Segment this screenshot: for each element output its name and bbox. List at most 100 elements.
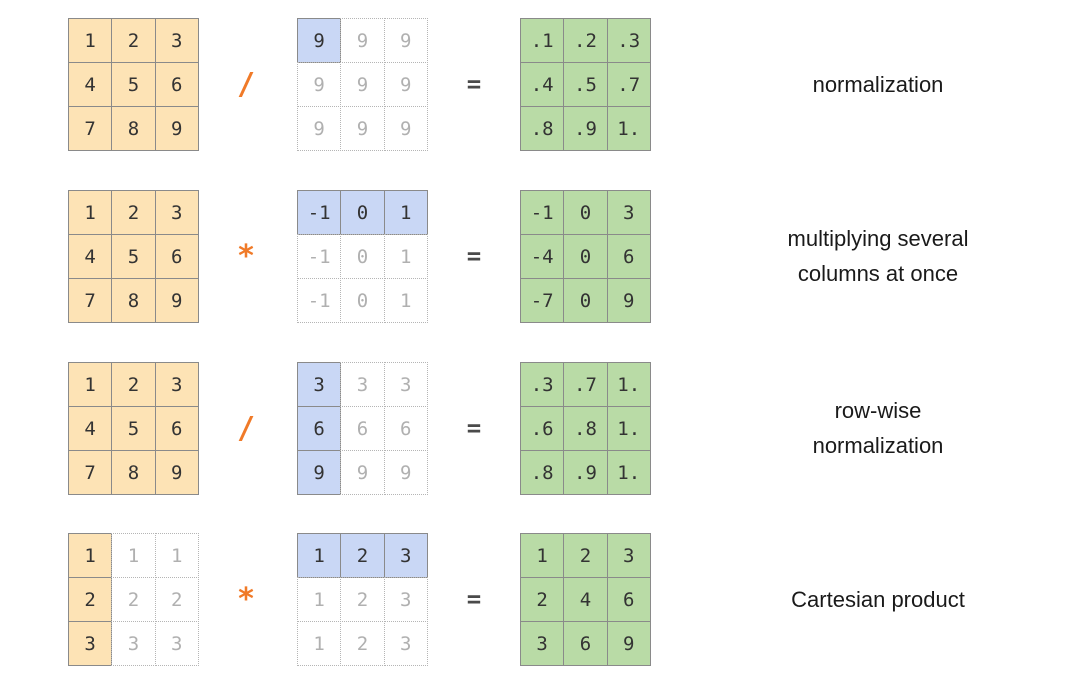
matrix-cell: 6 <box>563 621 608 666</box>
broadcast-cell: 1 <box>383 278 428 323</box>
matrix-cell: 1. <box>606 450 651 495</box>
operation-label: multiplying several columns at once <box>787 226 969 286</box>
broadcast-cell: 3 <box>154 621 199 666</box>
matrix-cell: .9 <box>563 106 608 151</box>
matrix-cell: 2 <box>340 533 385 578</box>
broadcast-cell: 1 <box>111 533 156 578</box>
matrix-cell: .9 <box>563 450 608 495</box>
matrix-cell: 8 <box>111 450 156 495</box>
operator-symbol: / <box>236 66 256 102</box>
matrix-cell: 9 <box>606 621 651 666</box>
matrix-cell: 3 <box>383 533 428 578</box>
broadcast-cell: 9 <box>340 106 385 151</box>
broadcast-cell: -1 <box>297 278 342 323</box>
matrix-cell: -1 <box>297 190 342 235</box>
matrix-cell: .8 <box>563 406 608 451</box>
matrix-cell: 3 <box>154 362 199 407</box>
broadcast-cell: 9 <box>340 450 385 495</box>
matrix-cell: 2 <box>520 577 565 622</box>
matrix-cell: 9 <box>606 278 651 323</box>
matrix-cell: 0 <box>563 190 608 235</box>
matrix-cell: .1 <box>520 18 565 63</box>
equals-sign: = <box>466 585 482 613</box>
matrix-cell: 1 <box>68 533 113 578</box>
broadcast-cell: 6 <box>383 406 428 451</box>
matrix-cell: 2 <box>563 533 608 578</box>
matrix-cell: 4 <box>68 406 113 451</box>
matrix-cell: 2 <box>111 18 156 63</box>
matrix-cell: 5 <box>111 406 156 451</box>
matrix-cell: 9 <box>154 450 199 495</box>
broadcast-cell: 1 <box>154 533 199 578</box>
matrix-cell: 7 <box>68 450 113 495</box>
matrix-cell: .7 <box>563 362 608 407</box>
matrix-cell: .8 <box>520 106 565 151</box>
broadcast-cell: 9 <box>297 106 342 151</box>
matrix-cell: -1 <box>520 190 565 235</box>
matrix-cell: 1 <box>297 533 342 578</box>
matrix-cell: 5 <box>111 62 156 107</box>
matrix-cell: 3 <box>520 621 565 666</box>
broadcast-cell: 2 <box>340 577 385 622</box>
matrix-cell: .8 <box>520 450 565 495</box>
matrix-cell: 9 <box>297 450 342 495</box>
operator-symbol: * <box>236 581 256 617</box>
broadcast-cell: 3 <box>111 621 156 666</box>
equals-sign: = <box>466 70 482 98</box>
matrix-cell: 7 <box>68 106 113 151</box>
broadcast-cell: 2 <box>340 621 385 666</box>
matrix-cell: 9 <box>297 18 342 63</box>
matrix-cell: .7 <box>606 62 651 107</box>
matrix-cell: 0 <box>563 278 608 323</box>
broadcast-cell: 1 <box>383 234 428 279</box>
matrix-cell: -7 <box>520 278 565 323</box>
broadcast-cell: 3 <box>383 362 428 407</box>
matrix-cell: 2 <box>68 577 113 622</box>
matrix-cell: 0 <box>340 190 385 235</box>
matrix-cell: 0 <box>563 234 608 279</box>
matrix-cell: 4 <box>563 577 608 622</box>
matrix-cell: .5 <box>563 62 608 107</box>
matrix-cell: 3 <box>606 190 651 235</box>
equals-sign: = <box>466 414 482 442</box>
matrix-cell: 3 <box>154 18 199 63</box>
matrix-cell: -4 <box>520 234 565 279</box>
matrix-cell: 1 <box>383 190 428 235</box>
matrix-cell: 9 <box>154 278 199 323</box>
matrix-cell: 6 <box>154 234 199 279</box>
operator-symbol: / <box>236 410 256 446</box>
matrix-cell: 1 <box>520 533 565 578</box>
broadcast-cell: 0 <box>340 234 385 279</box>
equals-sign: = <box>466 242 482 270</box>
matrix-cell: .3 <box>520 362 565 407</box>
matrix-cell: 1. <box>606 106 651 151</box>
matrix-cell: 5 <box>111 234 156 279</box>
matrix-cell: .6 <box>520 406 565 451</box>
broadcast-cell: 9 <box>383 106 428 151</box>
broadcast-cell: 9 <box>383 18 428 63</box>
broadcast-cell: 1 <box>297 577 342 622</box>
operation-label: Cartesian product <box>791 586 965 612</box>
matrix-cell: 3 <box>606 533 651 578</box>
broadcast-cell: 2 <box>111 577 156 622</box>
matrix-cell: 6 <box>606 234 651 279</box>
matrix-cell: .3 <box>606 18 651 63</box>
matrix-cell: 8 <box>111 106 156 151</box>
matrix-cell: 1. <box>606 362 651 407</box>
broadcast-cell: 1 <box>297 621 342 666</box>
broadcast-cell: 3 <box>383 621 428 666</box>
matrix-cell: 1. <box>606 406 651 451</box>
matrix-cell: 2 <box>111 362 156 407</box>
